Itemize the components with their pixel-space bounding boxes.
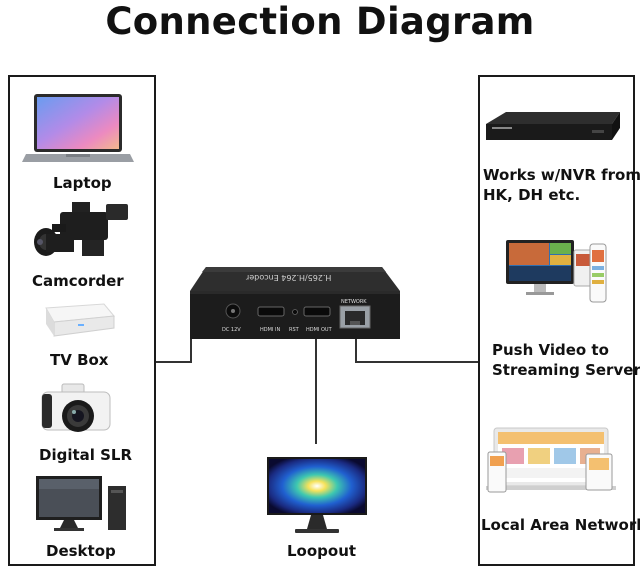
lan-label: Local Area Network	[481, 516, 640, 534]
nvr-icon	[484, 110, 624, 144]
page-title: Connection Diagram	[0, 0, 640, 44]
desktop-icon	[34, 474, 130, 534]
connector-network-to-outputs	[356, 361, 478, 363]
nvr-label-line-1: Works w/NVR from	[483, 166, 640, 184]
encoder-device: H.265/H.264 Encoder DC 12V HDMI IN RST H…	[186, 263, 406, 343]
camcorder-label: Camcorder	[32, 272, 124, 290]
camcorder-icon	[32, 198, 132, 262]
hdmi-out-label: HDMI OUT	[306, 327, 332, 333]
connector-input-to-encoder	[156, 361, 192, 363]
laptop-label: Laptop	[53, 174, 112, 192]
encoder-top-text: H.265/H.264 Encoder	[246, 273, 331, 282]
rst-label: RST	[289, 327, 299, 333]
digital-slr-label: Digital SLR	[39, 446, 132, 464]
monitor-icon	[265, 455, 369, 537]
nvr-label-line-2: HK, DH etc.	[483, 186, 580, 204]
streaming-devices-icon	[504, 238, 608, 310]
hdmi-in-label: HDMI IN	[260, 327, 280, 333]
tv-box-icon	[36, 302, 116, 342]
lan-devices-icon	[486, 424, 616, 496]
tv-box-label: TV Box	[50, 351, 108, 369]
desktop-label: Desktop	[46, 542, 116, 560]
camera-icon	[38, 380, 114, 440]
streaming-label-line-2: Streaming Server	[492, 361, 640, 379]
dc-port-label: DC 12V	[222, 327, 241, 333]
connector-hdmi-out-to-monitor	[315, 338, 317, 444]
loopout-label: Loopout	[287, 542, 356, 560]
laptop-icon	[22, 92, 134, 166]
streaming-label-line-1: Push Video to	[492, 341, 609, 359]
network-label: NETWORK	[341, 299, 367, 305]
